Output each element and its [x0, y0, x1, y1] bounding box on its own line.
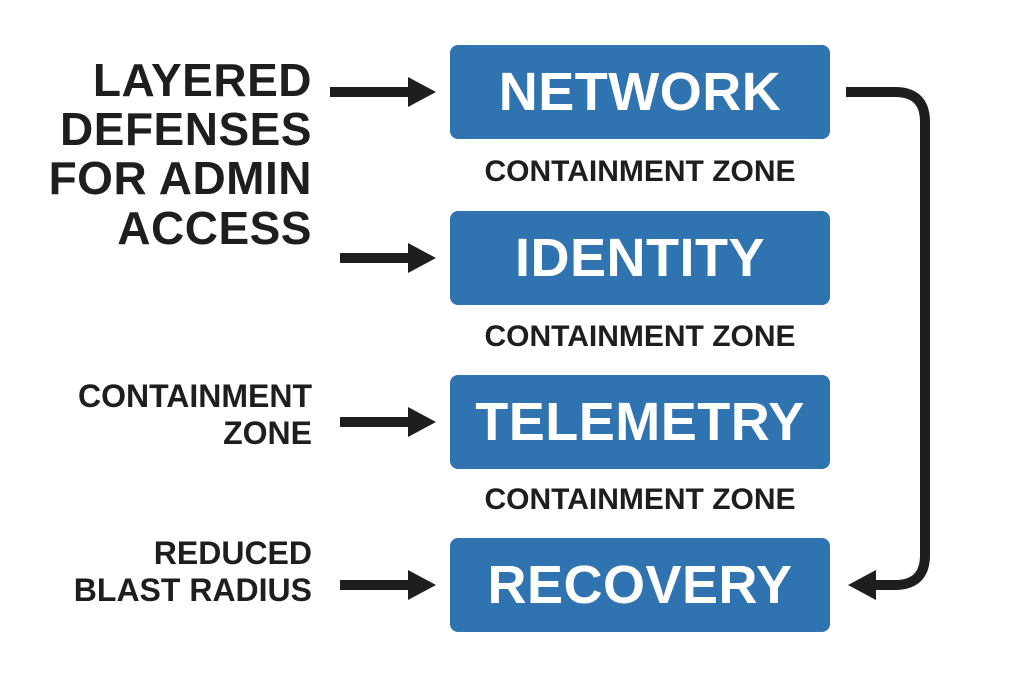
- zone-label: CONTAINMENT ZONE: [484, 320, 796, 353]
- layer-box-recovery: RECOVERY: [450, 538, 830, 632]
- arrow-to-network: [330, 77, 436, 107]
- arrow-to-recovery: [340, 570, 436, 600]
- layer-box-telemetry: TELEMETRY: [450, 375, 830, 469]
- arrow-to-telemetry: [340, 407, 436, 437]
- loop-connector-arrow: [846, 87, 930, 600]
- zone-label: CONTAINMENT ZONE: [484, 483, 796, 516]
- containment-zone-label: CONTAINMENT ZONE: [77, 378, 312, 451]
- blast-radius-label: REDUCED BLAST RADIUS: [73, 535, 312, 608]
- diagram-title: LAYERED DEFENSES FOR ADMIN ACCESS: [48, 54, 312, 254]
- layer-box-identity: IDENTITY: [450, 211, 830, 305]
- zone-label: CONTAINMENT ZONE: [484, 155, 796, 188]
- arrow-to-identity: [340, 243, 436, 273]
- layer-box-network: NETWORK: [450, 45, 830, 139]
